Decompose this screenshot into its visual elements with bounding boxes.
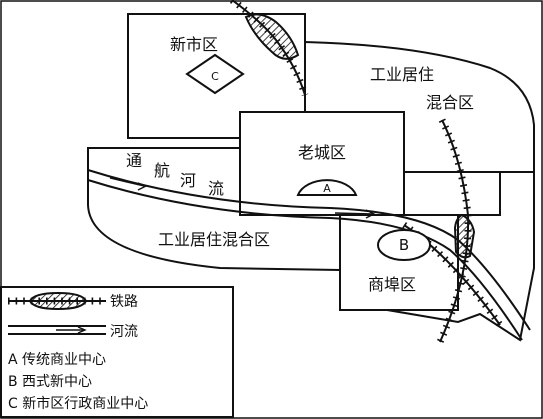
railway-station-east xyxy=(453,213,476,259)
zone-old-city xyxy=(239,111,405,216)
legend-note-a: A 传统商业中心 xyxy=(8,352,106,368)
marker-b-label: B xyxy=(399,236,409,254)
railway-station-north xyxy=(244,13,300,60)
legend-box xyxy=(0,286,234,418)
label-new-city: 新市区 xyxy=(170,35,218,54)
navigable-river xyxy=(87,169,531,341)
marker-c-diamond-icon xyxy=(185,53,245,95)
marker-b: B xyxy=(377,229,431,261)
label-industrial-residential-east-1: 工业居住 xyxy=(370,65,434,84)
legend: 铁路 河流 A 传统商业中心 B 西式新中心 C 新市区行政商业中心 xyxy=(0,286,234,418)
river-label-char-1: 通 xyxy=(126,151,142,170)
label-industrial-residential-east-2: 混合区 xyxy=(426,93,474,112)
railway-north xyxy=(229,0,309,97)
river-label-char-4: 流 xyxy=(208,179,224,198)
legend-railway-icon xyxy=(8,291,106,311)
marker-a-label: A xyxy=(323,182,331,195)
marker-c-label: C xyxy=(211,70,219,83)
marker-a-semicircle-icon xyxy=(296,179,358,196)
legend-river-label: 河流 xyxy=(110,324,138,340)
label-commercial-port: 商埠区 xyxy=(368,275,416,294)
legend-river-icon xyxy=(8,325,106,335)
marker-b-ellipse-icon xyxy=(377,229,431,261)
marker-c: C xyxy=(185,53,245,95)
river-label-char-3: 河 xyxy=(180,171,196,190)
marker-a: A xyxy=(296,179,358,196)
label-industrial-residential-south: 工业居住混合区 xyxy=(158,230,270,249)
river-label-char-2: 航 xyxy=(154,161,170,180)
legend-note-c: C 新市区行政商业中心 xyxy=(8,395,148,412)
legend-railway-label: 铁路 xyxy=(110,294,138,310)
label-old-city: 老城区 xyxy=(298,143,346,162)
legend-note-b: B 西式新中心 xyxy=(8,374,92,390)
